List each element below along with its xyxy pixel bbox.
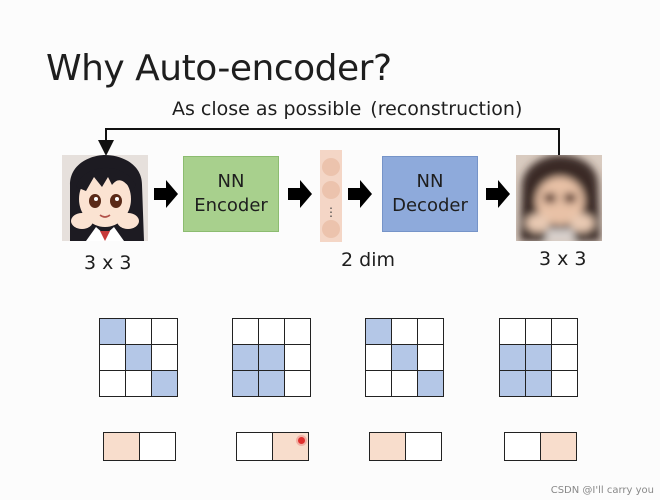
code-cell-inactive	[405, 433, 441, 460]
pixel-cell-filled	[392, 345, 418, 371]
laser-pointer-dot	[298, 437, 305, 444]
pixel-cell-empty	[285, 345, 311, 371]
pixel-cell-empty	[126, 371, 152, 397]
pixel-grid	[499, 318, 578, 397]
pixel-cell-empty	[285, 371, 311, 397]
output-size-caption: 3 x 3	[539, 248, 587, 270]
pixel-cell-filled	[100, 319, 126, 345]
pixel-cell-filled	[526, 345, 552, 371]
pixel-grid	[365, 318, 444, 397]
blurry-reconstruction-illustration	[516, 155, 602, 241]
code-pair	[236, 432, 309, 461]
pixel-cell-filled	[366, 319, 392, 345]
pixel-cell-empty	[392, 371, 418, 397]
anime-portrait-illustration	[62, 155, 148, 241]
flow-arrow-icon	[288, 180, 312, 208]
pixel-cell-empty	[366, 371, 392, 397]
pixel-cell-filled	[126, 345, 152, 371]
pixel-cell-empty	[418, 345, 444, 371]
pixel-cell-filled	[233, 371, 259, 397]
watermark: CSDN @I'll carry you	[550, 485, 654, 496]
code-cell-active	[540, 433, 576, 460]
flow-arrow-icon	[154, 180, 178, 208]
pixel-cell-empty	[152, 319, 178, 345]
pixel-cell-empty	[552, 371, 578, 397]
pixel-cell-empty	[366, 345, 392, 371]
encoder-line2: Encoder	[194, 195, 268, 216]
pixel-cell-empty	[552, 345, 578, 371]
loop-label-note: (reconstruction)	[370, 98, 523, 120]
pixel-cell-filled	[500, 345, 526, 371]
pixel-cell-empty	[100, 345, 126, 371]
pixel-cell-empty	[259, 319, 285, 345]
flow-arrow-icon	[486, 180, 510, 208]
pixel-cell-empty	[152, 345, 178, 371]
output-image	[516, 155, 602, 241]
pixel-cell-empty	[526, 319, 552, 345]
decoder-line2: Decoder	[392, 195, 468, 216]
code-cell-inactive	[505, 433, 540, 460]
code-neuron	[322, 220, 340, 238]
pixel-grid	[232, 318, 311, 397]
code-cell-inactive	[237, 433, 272, 460]
decoder-line1: NN	[416, 171, 444, 192]
code-cell-active	[370, 433, 405, 460]
ellipsis-icon: ⋮	[325, 205, 337, 219]
code-pair	[504, 432, 577, 461]
pixel-cell-filled	[259, 345, 285, 371]
pixel-cell-empty	[392, 319, 418, 345]
loop-label: As close as possible (reconstruction)	[172, 98, 522, 120]
pixel-cell-empty	[126, 319, 152, 345]
pixel-grid	[99, 318, 178, 397]
pixel-cell-empty	[418, 319, 444, 345]
pixel-cell-empty	[552, 319, 578, 345]
flow-arrow-icon	[348, 180, 372, 208]
code-neuron	[322, 181, 340, 199]
pixel-cell-filled	[259, 371, 285, 397]
encoder-line1: NN	[217, 171, 245, 192]
pixel-cell-filled	[152, 371, 178, 397]
input-size-caption: 3 x 3	[84, 252, 132, 274]
code-neuron	[322, 158, 340, 176]
pixel-cell-filled	[233, 345, 259, 371]
code-cell-inactive	[139, 433, 175, 460]
pixel-cell-empty	[500, 319, 526, 345]
input-image	[62, 155, 148, 241]
pixel-cell-filled	[418, 371, 444, 397]
pixel-cell-empty	[100, 371, 126, 397]
slide-title: Why Auto-encoder?	[46, 48, 392, 89]
code-vector: ⋮	[320, 150, 342, 242]
pixel-cell-filled	[500, 371, 526, 397]
code-pair	[103, 432, 176, 461]
pixel-cell-empty	[233, 319, 259, 345]
code-dim-caption: 2 dim	[341, 249, 395, 271]
nn-decoder-box: NN Decoder	[382, 156, 478, 232]
loop-label-main: As close as possible	[172, 98, 362, 120]
pixel-cell-filled	[526, 371, 552, 397]
code-cell-active	[104, 433, 139, 460]
pixel-cell-empty	[285, 319, 311, 345]
code-pair	[369, 432, 442, 461]
nn-encoder-box: NN Encoder	[183, 156, 279, 232]
